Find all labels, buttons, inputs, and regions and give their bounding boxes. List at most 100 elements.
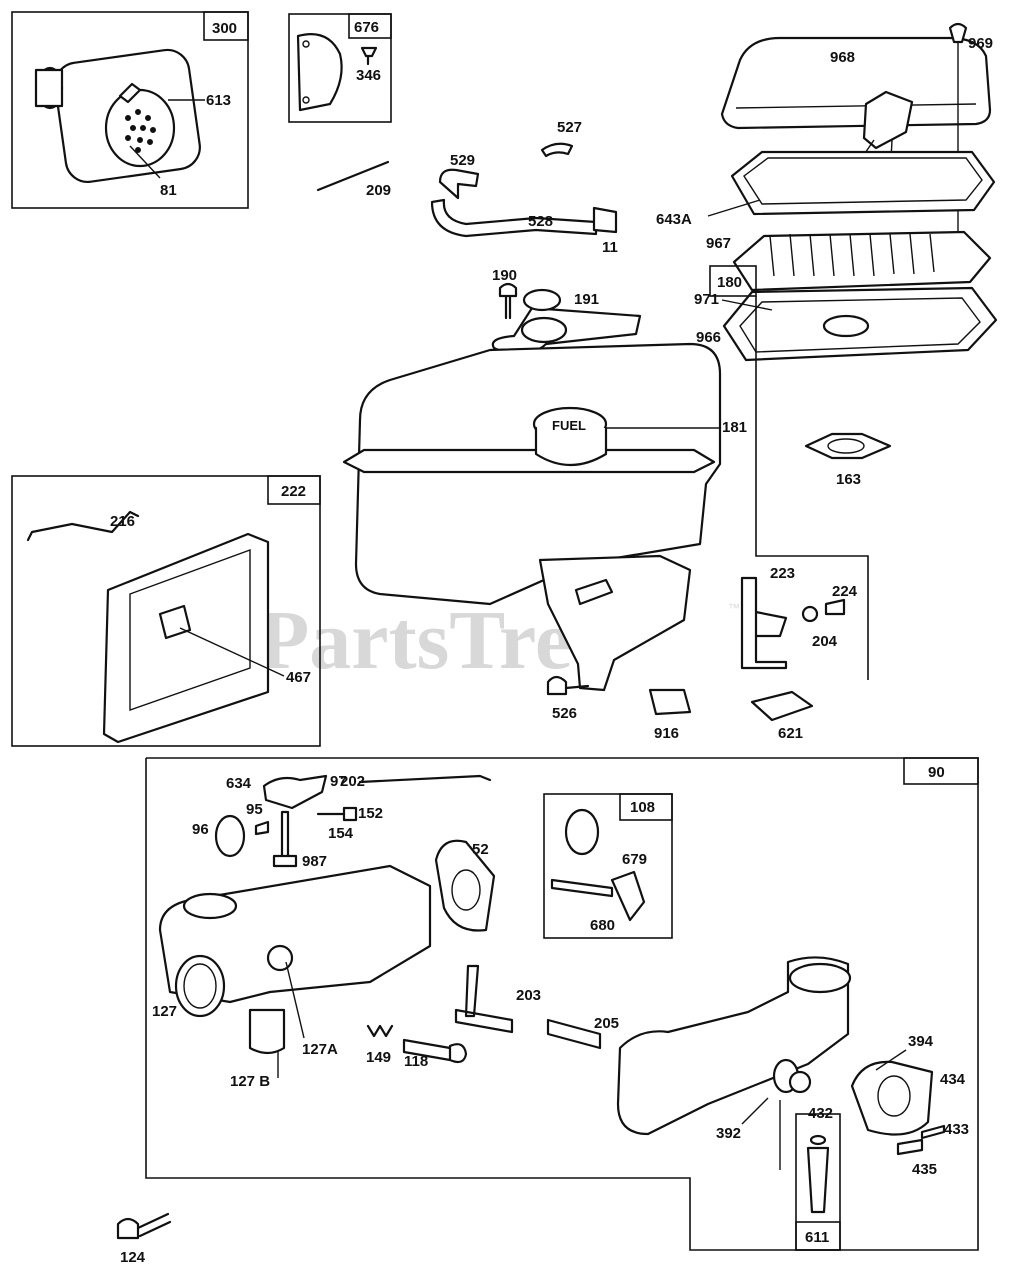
label-528: 528 [528,213,553,230]
label-202: 202 [340,773,365,790]
gasket-52[interactable] [434,839,496,932]
screw-152[interactable] [316,806,358,822]
slider-467[interactable] [158,604,192,640]
screw-118[interactable] [402,1038,468,1064]
clip-916[interactable] [648,688,692,716]
label-967: 967 [706,235,731,252]
plate-108[interactable] [564,808,600,856]
port-127a[interactable] [266,944,294,972]
screw-435[interactable] [896,1138,924,1156]
tube-611[interactable] [806,1146,830,1214]
label-969: 969 [968,35,993,52]
screw-346[interactable] [360,46,378,66]
label-52: 52 [472,841,489,858]
box-222-frame [11,475,321,747]
label-81: 81 [160,182,177,199]
link-202[interactable] [358,774,492,784]
label-204: 204 [812,633,838,650]
box-300-tab [203,11,249,41]
fuel-tank-group: 180 FUEL 181 526 [342,265,869,722]
gasket-643a[interactable] [730,150,996,216]
shaft-987[interactable] [280,810,290,860]
box-222-tab [267,475,321,505]
carburetor-body-right[interactable] [616,956,850,1136]
label-181: 181 [722,419,747,436]
label-987: 987 [302,853,327,870]
screw-224[interactable] [824,598,846,616]
throttle-203[interactable] [454,964,514,1034]
box-611-number: 611 [805,1229,829,1246]
box-676-number: 676 [354,19,379,36]
box-222-number: 222 [281,483,306,500]
label-634: 634 [226,775,252,792]
label-127: 127 [152,1003,177,1020]
label-394: 394 [908,1033,934,1050]
screw-95[interactable] [254,820,270,836]
gasket-163[interactable] [804,432,892,460]
clamp-527[interactable] [540,142,574,158]
label-224: 224 [832,583,858,600]
fuel-line-528[interactable] [430,198,598,238]
fuel-line-group: 529 528 11 [430,152,618,256]
label-96: 96 [192,821,209,838]
link-216[interactable] [26,510,140,542]
diaphragm-394[interactable] [850,1060,934,1136]
valve-96[interactable] [214,814,246,858]
screw-433[interactable] [920,1124,946,1140]
shaft-679[interactable] [550,878,614,898]
spring-209[interactable] [316,160,390,192]
washer-204[interactable] [801,605,819,623]
box-90-number: 90 [928,764,945,781]
fuel-tank[interactable] [354,342,722,606]
muffler-group: 300 613 81 [11,11,249,209]
screw-190[interactable] [498,282,518,320]
label-346: 346 [356,67,381,84]
screw-526[interactable] [546,675,590,696]
label-679: 679 [622,851,647,868]
carburetor-group: 90 97 634 202 987 95 96 152 154 52 127 1… [145,757,979,1251]
box-300-frame [11,11,249,209]
muffler-shield[interactable] [296,33,343,112]
clip-621[interactable] [750,690,814,722]
label-95: 95 [246,801,263,818]
label-392: 392 [716,1125,741,1142]
spring-149[interactable] [366,1024,394,1038]
label-526: 526 [552,705,577,722]
label-127a: 127A [302,1041,338,1058]
port-127[interactable] [174,954,226,1018]
control-plate[interactable] [102,532,270,744]
label-680: 680 [590,917,615,934]
muffler[interactable] [34,47,203,185]
filter-967[interactable] [732,230,992,292]
label-191: 191 [574,291,599,308]
label-527: 527 [557,119,582,136]
label-190: 190 [492,267,517,284]
seal-432[interactable] [788,1070,812,1094]
stud-969[interactable] [948,22,968,44]
knob-643[interactable] [862,90,914,150]
screw-124[interactable] [116,1212,172,1240]
elbow-529[interactable] [438,168,480,200]
fitting-11[interactable] [592,206,618,234]
plate-97[interactable] [262,774,328,810]
label-163: 163 [836,471,861,488]
label-613: 613 [206,92,231,109]
label-529: 529 [450,152,475,169]
lever-680[interactable] [610,870,646,922]
watermark-trademark: ™ [728,601,740,615]
label-971: 971 [694,291,719,308]
label-205: 205 [594,1015,619,1032]
label-467: 467 [286,669,311,686]
bowl-127b[interactable] [248,1008,286,1055]
bracket-223[interactable] [740,576,788,670]
box-108-number: 108 [630,799,655,816]
shaft-205[interactable] [546,1018,602,1050]
label-433: 433 [944,1121,969,1138]
label-209: 209 [366,182,391,199]
label-434: 434 [940,1071,966,1088]
label-152: 152 [358,805,383,822]
label-621: 621 [778,725,803,742]
box-108-frame [543,793,673,939]
box-90-tab [903,757,979,785]
cover-968[interactable] [720,36,992,130]
